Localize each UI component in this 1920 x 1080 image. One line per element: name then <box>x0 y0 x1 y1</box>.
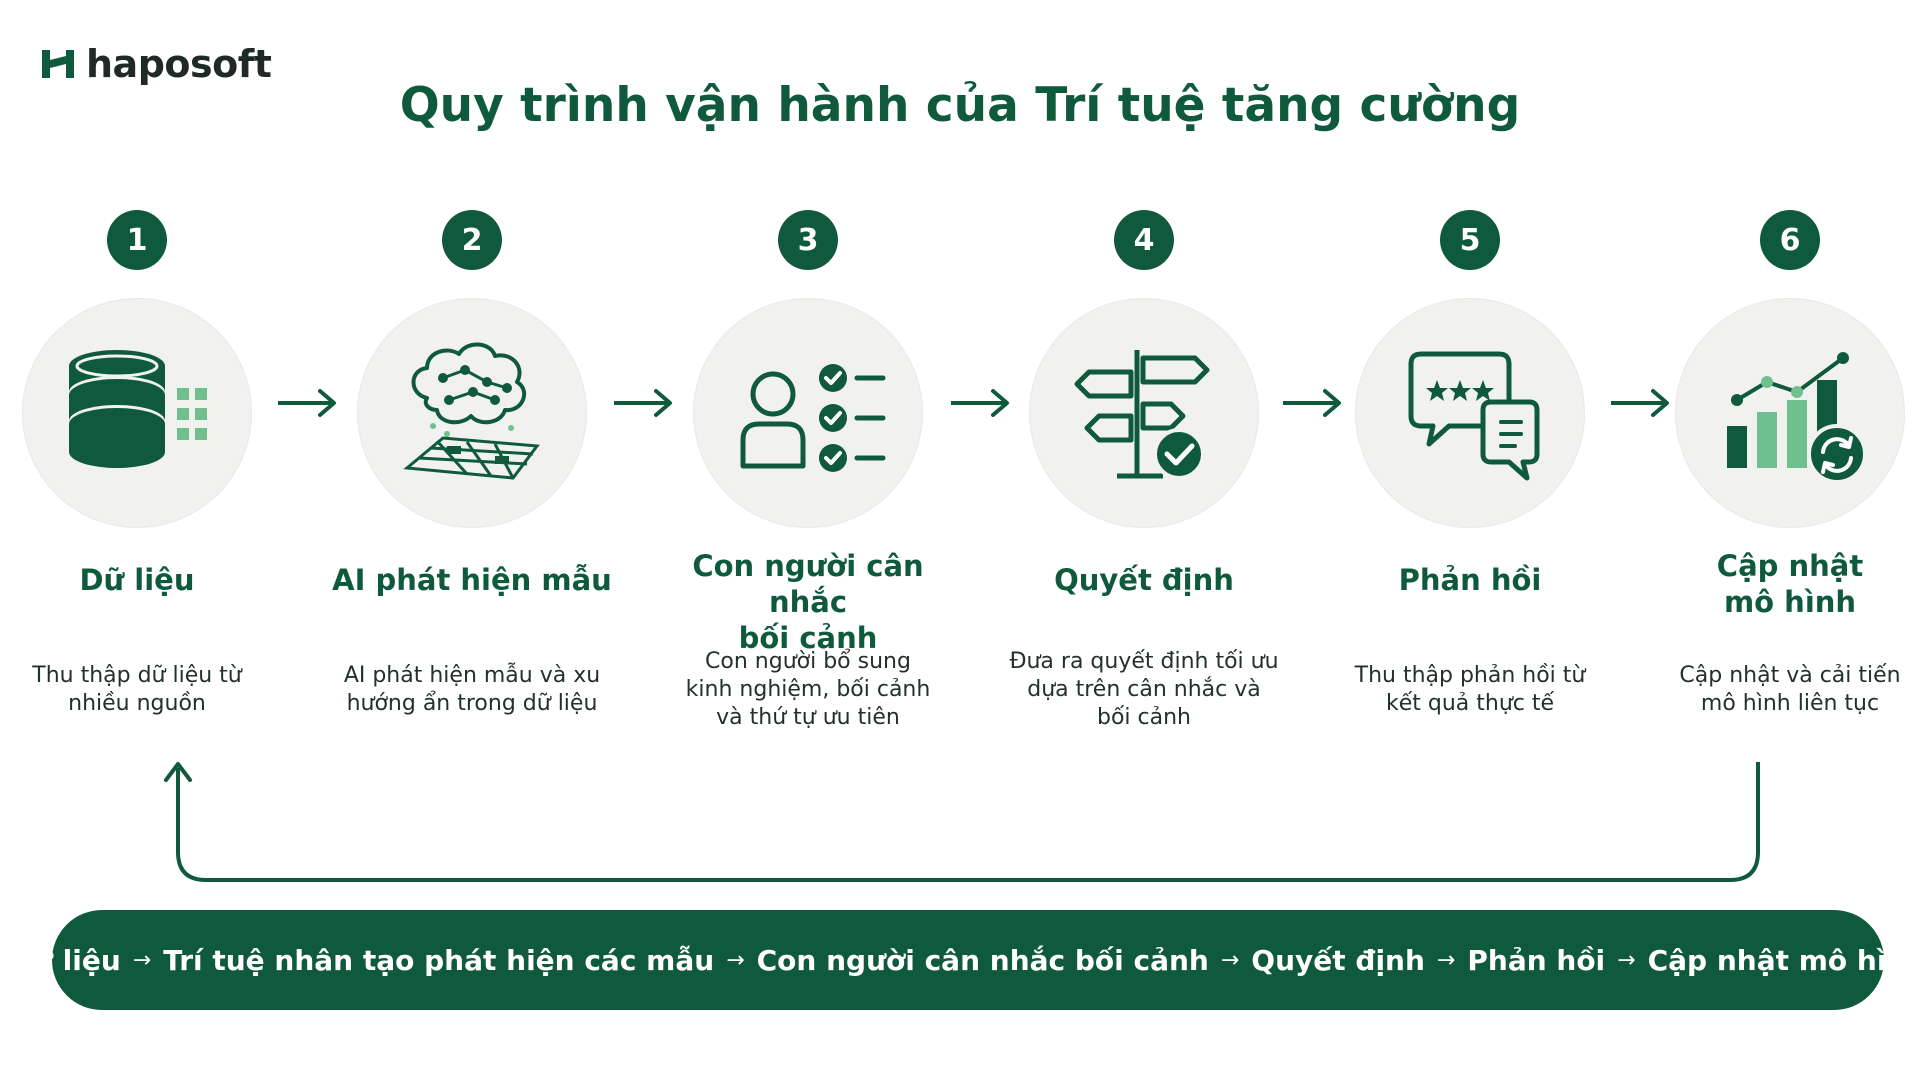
summary-item: Dữ liệu <box>9 943 121 977</box>
brand-logo: haposoft <box>40 42 272 86</box>
step-description: Đưa ra quyết định tối ưu dựa trên cân nh… <box>1004 648 1284 732</box>
step-desc-line: AI phát hiện mẫu và xu <box>343 663 601 688</box>
step-icon-circle <box>1029 298 1259 528</box>
step-title: Quyết định <box>994 562 1294 598</box>
summary-separator: → <box>726 947 745 973</box>
step-title: Dữ liệu <box>0 562 287 598</box>
step-icon-circle <box>1675 298 1905 528</box>
arrow-right-icon <box>278 389 336 417</box>
step-description: Con người bổ sung kinh nghiệm, bối cảnh … <box>668 648 948 732</box>
step-title-line: bối cảnh <box>738 621 878 655</box>
summary-item: Quyết định <box>1251 943 1425 977</box>
summary-separator: → <box>1220 947 1240 973</box>
step-title-line: Cập nhật <box>1716 549 1864 583</box>
process-summary-bar: Dữ liệu → Trí tuệ nhân tạo phát hiện các… <box>10 910 1920 1010</box>
step-number-badge: 4 <box>1114 210 1174 270</box>
step-desc-line: Thu thập dữ liệu từ <box>32 663 242 688</box>
step-desc-line: và thứ tự ưu tiên <box>716 705 900 730</box>
signpost-check-icon <box>1074 350 1210 480</box>
step-desc-line: mô hình liên tục <box>1700 691 1880 716</box>
step-number-badge: 5 <box>1440 210 1500 270</box>
arrow-right-icon <box>951 389 1009 417</box>
step-description: AI phát hiện mẫu và xu hướng ẩn trong dữ… <box>332 662 612 718</box>
step-description: Cập nhật và cải tiến mô hình liên tục <box>1650 662 1920 718</box>
step-title: Phản hồi <box>1320 562 1620 598</box>
step-desc-line: bối cảnh <box>1097 705 1191 730</box>
step-number-badge: 3 <box>778 210 838 270</box>
step-icon-circle <box>357 298 587 528</box>
arrow-right-icon <box>1283 389 1341 417</box>
step-number-badge: 1 <box>107 210 167 270</box>
feedback-chat-icon <box>1408 351 1540 481</box>
step-desc-line: dựa trên cân nhắc và <box>1027 677 1261 702</box>
step-title-line: Dữ liệu <box>79 563 195 597</box>
summary-item: Phản hồi <box>1467 943 1606 977</box>
step-desc-line: kinh nghiệm, bối cảnh <box>685 677 931 702</box>
summary-item: Con người cân nhắc bối cảnh <box>756 943 1209 977</box>
summary-separator: → <box>1617 947 1636 973</box>
chart-update-icon <box>1727 352 1867 484</box>
step-desc-line: Cập nhật và cải tiến <box>1679 663 1901 688</box>
step-desc-line: hướng ẩn trong dữ liệu <box>346 691 598 716</box>
brain-pattern-icon <box>403 342 540 480</box>
person-checklist-icon <box>740 364 886 472</box>
step-title: Con người cân nhắc bối cảnh <box>658 548 958 656</box>
arrow-right-icon <box>614 389 672 417</box>
summary-item: Cập nhật mô hình <box>1647 943 1920 977</box>
step-title-line: Quyết định <box>1054 563 1234 597</box>
step-icon-circle <box>22 298 252 528</box>
step-desc-line: nhiều nguồn <box>68 691 206 716</box>
step-description: Thu thập phản hồi từ kết quả thực tế <box>1330 662 1610 718</box>
step-number-badge: 2 <box>442 210 502 270</box>
brand-name: haposoft <box>86 42 272 86</box>
step-title-line: mô hình <box>1723 585 1857 619</box>
haposoft-logo-icon <box>42 50 74 78</box>
step-title: Cập nhật mô hình <box>1640 548 1920 620</box>
step-desc-line: kết quả thực tế <box>1385 691 1555 716</box>
summary-separator: → <box>1436 947 1456 973</box>
database-icon <box>69 350 207 468</box>
step-description: Thu thập dữ liệu từ nhiều nguồn <box>0 662 277 718</box>
step-title: AI phát hiện mẫu <box>322 562 622 598</box>
step-desc-line: Thu thập phản hồi từ <box>1354 663 1586 688</box>
step-icon-circle <box>1355 298 1585 528</box>
summary-separator: → <box>132 947 152 973</box>
step-desc-line: Đưa ra quyết định tối ưu <box>1009 649 1279 674</box>
summary-item: Trí tuệ nhân tạo phát hiện các mẫu <box>163 943 715 977</box>
step-number-badge: 6 <box>1760 210 1820 270</box>
step-desc-line: Con người bổ sung <box>705 649 911 674</box>
step-title-line: AI phát hiện mẫu <box>332 563 612 597</box>
arrow-right-icon <box>1611 389 1669 417</box>
step-title-line: Con người cân nhắc <box>692 549 924 619</box>
page-title: Quy trình vận hành của Trí tuệ tăng cườn… <box>399 78 1521 133</box>
step-icon-circle <box>693 298 923 528</box>
step-title-line: Phản hồi <box>1398 563 1542 597</box>
